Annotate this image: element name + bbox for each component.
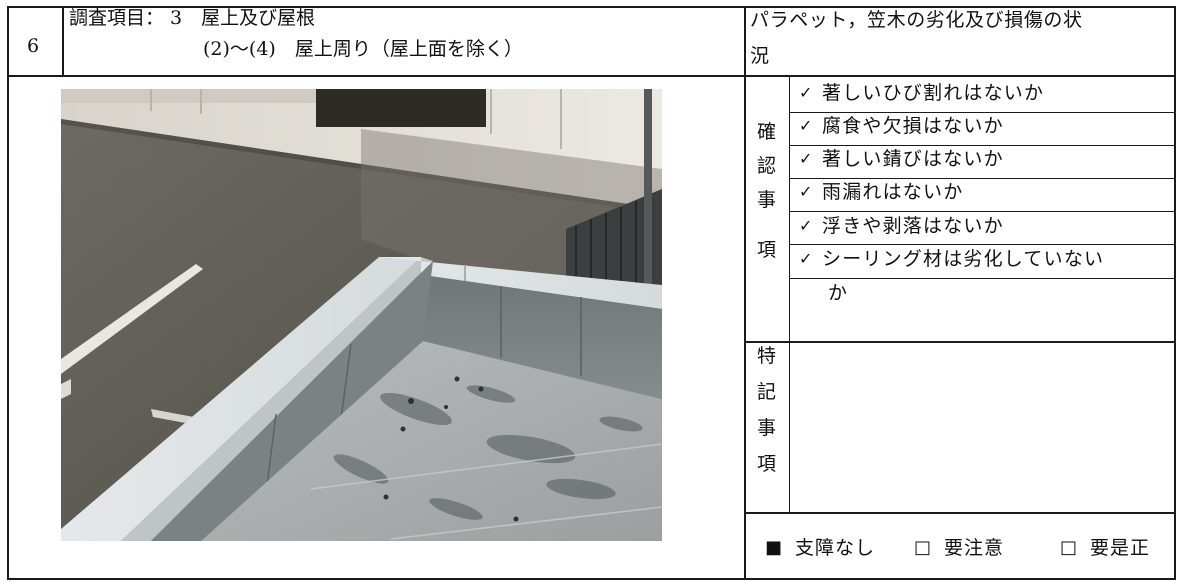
- border-top: [7, 6, 1176, 8]
- divider-check-row-1: [789, 112, 1176, 113]
- border-left: [7, 6, 9, 580]
- check-mark-icon: ✓: [799, 149, 813, 168]
- check-item-text: 腐食や欠損はないか: [822, 115, 1004, 137]
- notes-label-char: 事: [757, 417, 777, 439]
- inspection-topic: パラペット，笠木の劣化及び損傷の状: [750, 9, 1083, 31]
- divider-check-row-3: [789, 178, 1176, 179]
- check-mark-icon: ✓: [799, 216, 813, 235]
- notes-label-char: 記: [757, 381, 777, 403]
- check-mark-icon: ✓: [799, 83, 813, 102]
- divider-number-cell: [62, 6, 64, 76]
- option-no-issue: 支障なし: [795, 537, 876, 559]
- divider-check-row-2: [789, 145, 1176, 146]
- check-mark-icon: ✓: [799, 249, 813, 268]
- rooftop-parapet-photo: [61, 89, 662, 541]
- border-bottom: [7, 578, 1176, 580]
- survey-subtitle: (2)～(4) 屋上周り（屋上面を除く）: [203, 38, 523, 60]
- divider-notes-label: [789, 342, 790, 513]
- check-mark-icon: ✓: [799, 116, 813, 135]
- option-correction: 要是正: [1090, 537, 1151, 559]
- item-number: 6: [27, 35, 40, 57]
- check-item-text: 浮きや剥落はないか: [822, 215, 1004, 237]
- check-label-char: 確: [757, 121, 777, 143]
- divider-main-vertical: [744, 6, 746, 580]
- survey-title: 調査項目： 3 屋上及び屋根: [69, 7, 316, 29]
- check-label-char: 項: [757, 239, 777, 261]
- notes-label-char: 特: [757, 345, 777, 367]
- option-caution: 要注意: [944, 537, 1005, 559]
- divider-check-bottom: [744, 341, 1176, 343]
- check-item-text-cont: か: [828, 282, 848, 304]
- check-item-text: シーリング材は劣化していない: [822, 248, 1105, 270]
- special-notes-content[interactable]: [796, 350, 1166, 505]
- border-right: [1174, 6, 1176, 580]
- divider-check-row-4: [789, 211, 1176, 212]
- check-item-text: 著しいひび割れはないか: [822, 82, 1045, 104]
- divider-check-label: [789, 75, 790, 342]
- notes-label-char: 項: [757, 453, 777, 475]
- check-label-char: 認: [757, 155, 777, 177]
- inspection-topic-cont: 況: [750, 45, 770, 67]
- check-label-char: 事: [757, 189, 777, 211]
- divider-check-row-6: [789, 278, 1176, 279]
- divider-header-bottom: [7, 75, 1176, 77]
- divider-notes-bottom: [744, 512, 1176, 514]
- checkbox-empty-icon[interactable]: □: [914, 537, 932, 558]
- check-item-text: 著しい錆びはないか: [822, 148, 1004, 170]
- check-mark-icon: ✓: [799, 182, 813, 201]
- check-item-text: 雨漏れはないか: [822, 181, 964, 203]
- divider-check-row-5: [789, 244, 1176, 245]
- checkbox-empty-icon[interactable]: □: [1060, 537, 1078, 558]
- checkbox-filled-icon[interactable]: ■: [765, 537, 783, 558]
